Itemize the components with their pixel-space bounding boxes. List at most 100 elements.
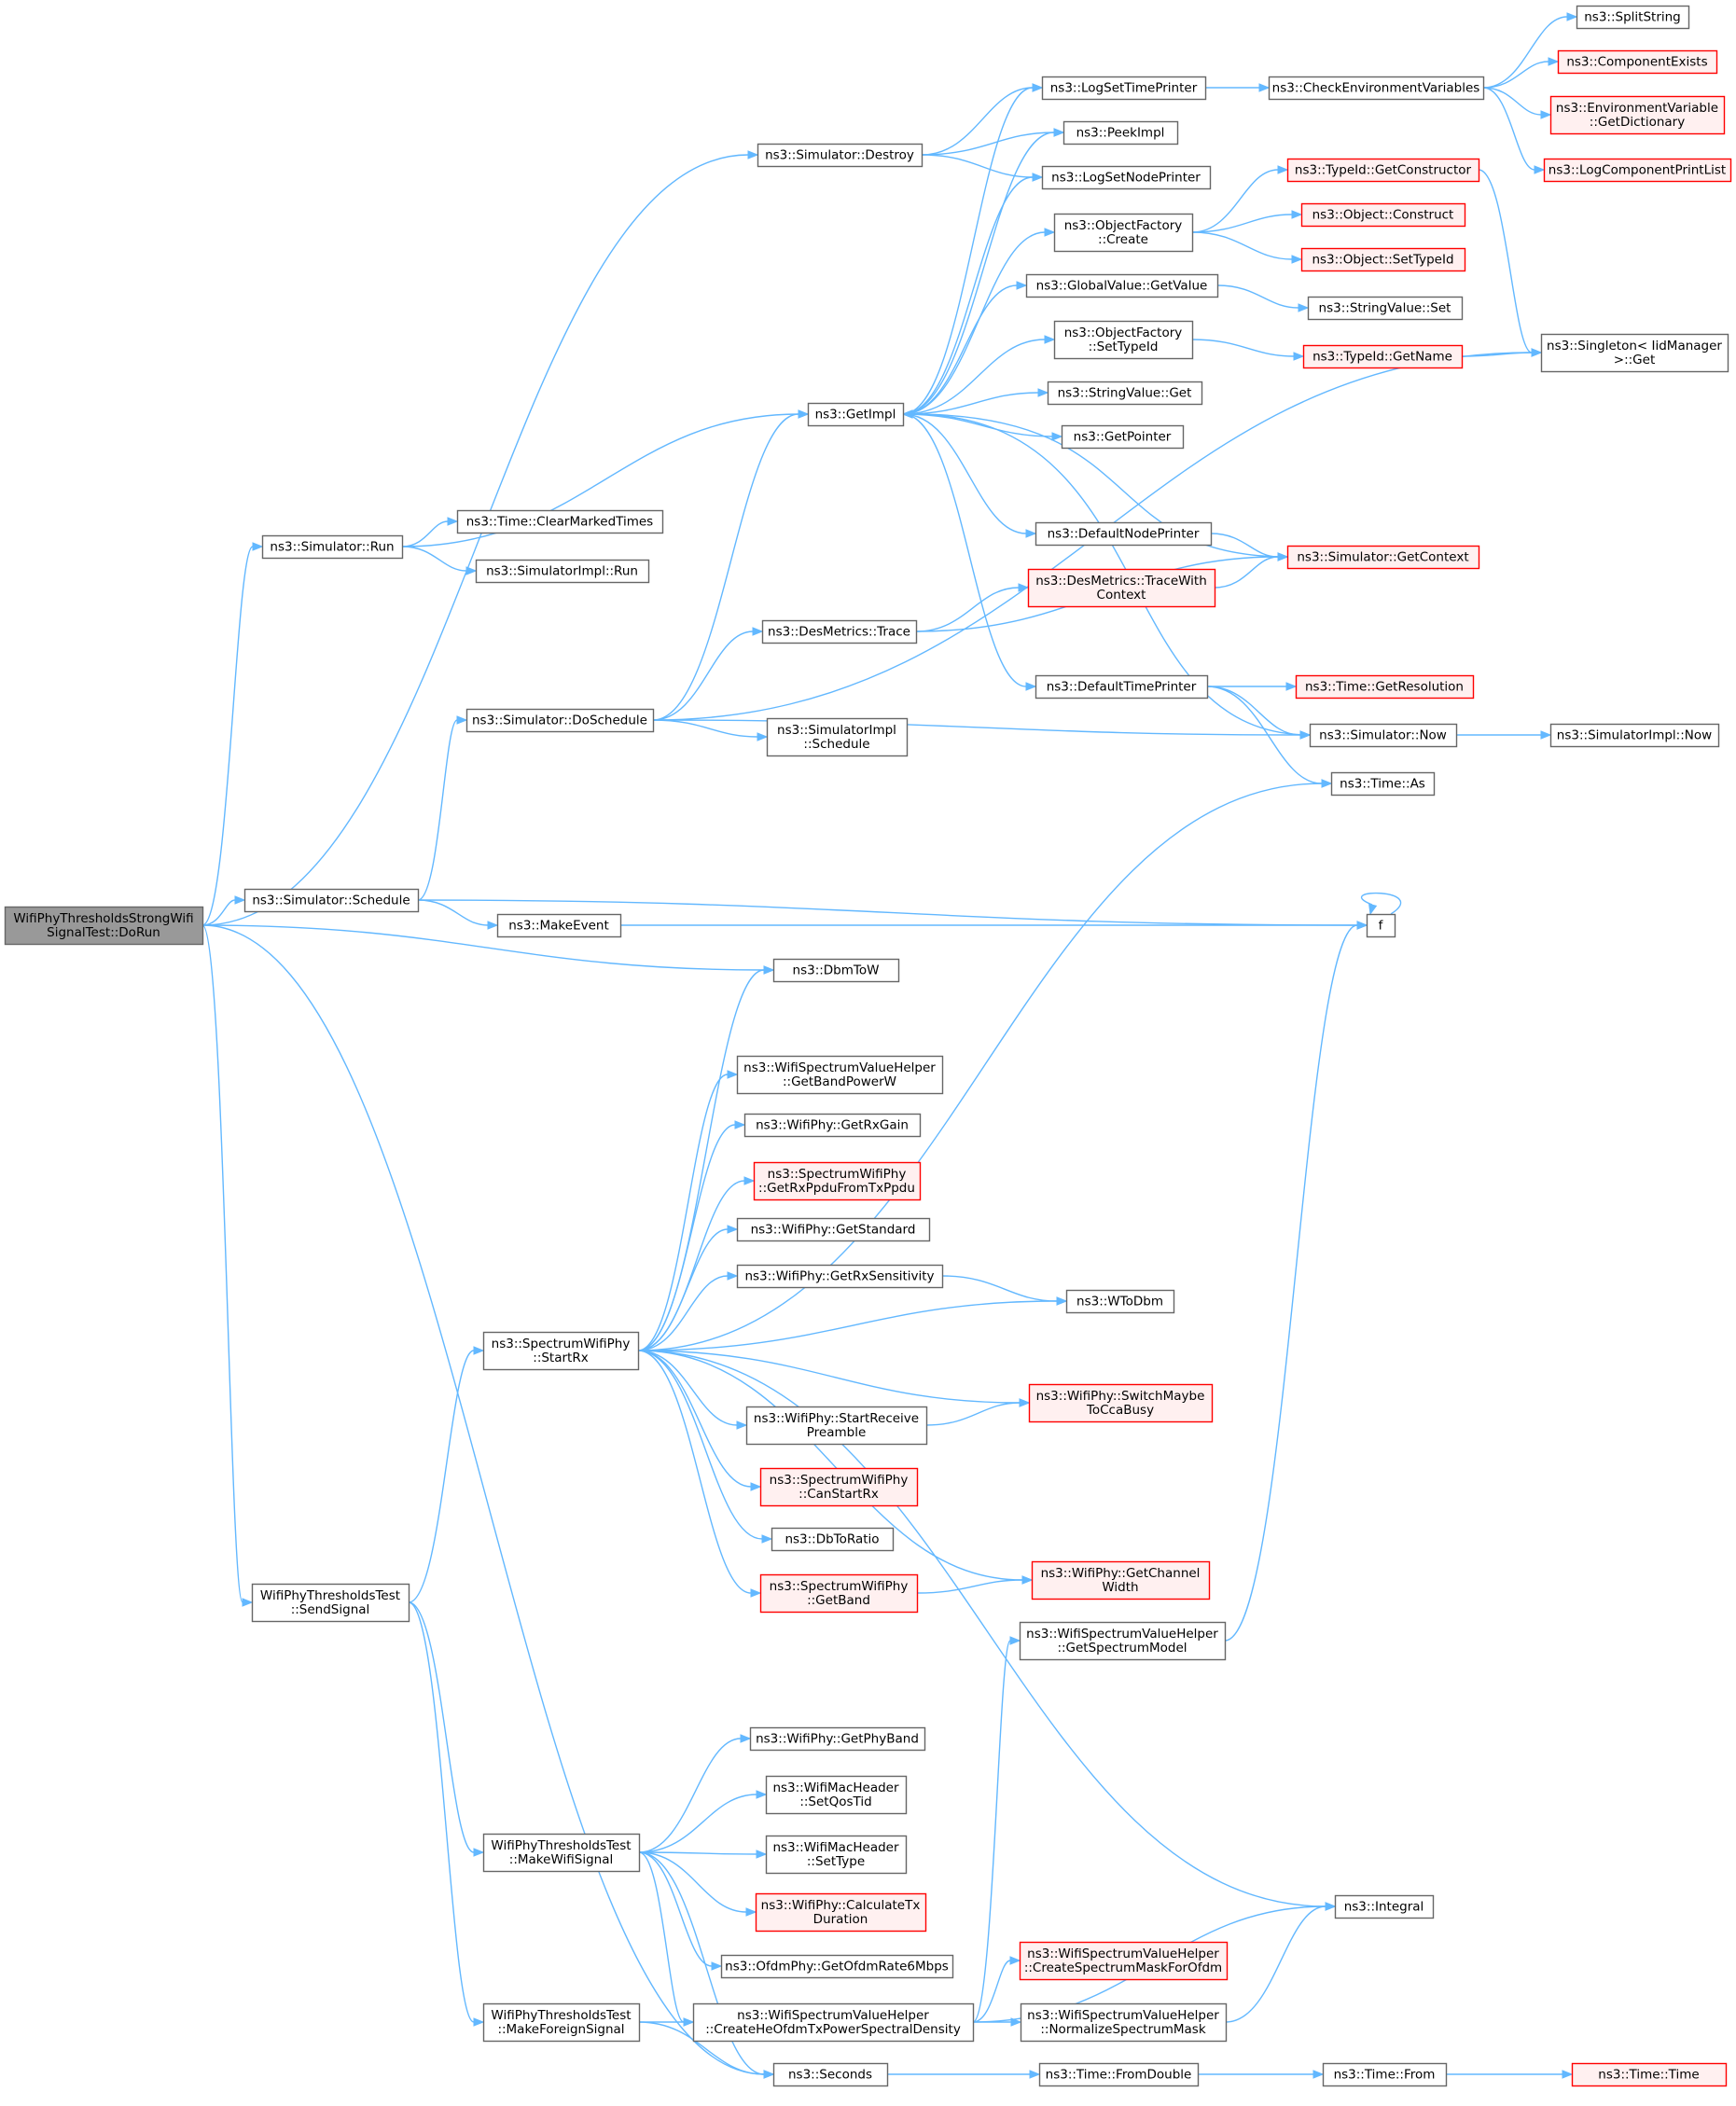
edge-swp-startrx-to-wsvh-getbandpowerw (637, 1070, 739, 1351)
node-wifiphy-getstandard[interactable]: ns3::WifiPhy::GetStandard (736, 1217, 931, 1242)
node-stringvalue-get[interactable]: ns3::StringValue::Get (1047, 381, 1203, 406)
node-label: ::Create (1098, 232, 1148, 247)
node-envvar-getdict[interactable]: ns3::EnvironmentVariable::GetDictionary (1549, 95, 1726, 135)
node-wifiphy-getrxsens[interactable]: ns3::WifiPhy::GetRxSensitivity (736, 1264, 944, 1289)
node-box (753, 1161, 922, 1201)
node-splitstring[interactable]: ns3::SplitString (1576, 5, 1690, 30)
node-sim-run[interactable]: ns3::Simulator::Run (261, 534, 404, 560)
node-wsvh-createmask[interactable]: ns3::WifiSpectrumValueHelper::CreateSpec… (1019, 1941, 1229, 1981)
node-label: Context (1097, 588, 1146, 603)
node-wsvh-getbandpowerw[interactable]: ns3::WifiSpectrumValueHelper::GetBandPow… (736, 1055, 944, 1095)
node-simimpl-now[interactable]: ns3::SimulatorImpl::Now (1549, 723, 1720, 748)
node-componentexists[interactable]: ns3::ComponentExists (1557, 49, 1718, 75)
node-f[interactable]: f (1366, 913, 1396, 938)
node-objfactory-settypeid[interactable]: ns3::ObjectFactory::SetTypeId (1053, 320, 1194, 360)
node-logsetnodeprinter[interactable]: ns3::LogSetNodePrinter (1041, 165, 1212, 190)
node-wmh-settype[interactable]: ns3::WifiMacHeader::SetType (765, 1835, 908, 1875)
node-label: ns3::StringValue::Set (1319, 301, 1451, 316)
edge-wsvh-createhe-to-wsvh-normalize (972, 2017, 1022, 2027)
edge-getimpl-to-defaultnodeprinter (902, 413, 1037, 538)
node-box (1027, 568, 1216, 608)
node-peekimpl[interactable]: ns3::PeekImpl (1062, 120, 1179, 145)
node-objfactory-create[interactable]: ns3::ObjectFactory::Create (1053, 213, 1194, 253)
edge-globalvalue-getvalue-to-stringvalue-set (1216, 284, 1310, 312)
node-clearmarked[interactable]: ns3::Time::ClearMarkedTimes (456, 509, 664, 534)
node-label: ns3::LogComponentPrintList (1549, 163, 1726, 178)
node-box (759, 1467, 919, 1507)
node-wsvh-createhe[interactable]: ns3::WifiSpectrumValueHelper::CreateHeOf… (692, 2002, 975, 2043)
node-sim-destroy[interactable]: ns3::Simulator::Destroy (757, 143, 924, 168)
node-box (1028, 1383, 1214, 1423)
node-integral[interactable]: ns3::Integral (1334, 1894, 1435, 1919)
node-wsvh-normalize[interactable]: ns3::WifiSpectrumValueHelper::NormalizeS… (1020, 2002, 1228, 2043)
node-getimpl[interactable]: ns3::GetImpl (807, 402, 905, 427)
node-seconds[interactable]: ns3::Seconds (772, 2062, 889, 2087)
node-wtodbm[interactable]: ns3::WToDbm (1065, 1289, 1175, 1314)
node-time-getresolution[interactable]: ns3::Time::GetResolution (1295, 674, 1475, 700)
node-box (1309, 723, 1458, 748)
node-logcomponentprintlist[interactable]: ns3::LogComponentPrintList (1543, 158, 1732, 183)
node-checkenvvars[interactable]: ns3::CheckEnvironmentVariables (1268, 76, 1485, 101)
node-dbtoratio[interactable]: ns3::DbToRatio (771, 1527, 895, 1552)
node-swp-startrx[interactable]: ns3::SpectrumWifiPhy::StartRx (482, 1331, 640, 1371)
node-time-as[interactable]: ns3::Time::As (1330, 771, 1436, 797)
node-label: WifiPhyThresholdsTest (491, 2008, 631, 2023)
node-time-fromdouble[interactable]: ns3::Time::FromDouble (1038, 2062, 1200, 2087)
node-swp-canstartrx[interactable]: ns3::SpectrumWifiPhy::CanStartRx (759, 1467, 919, 1507)
node-singleton-get[interactable]: ns3::Singleton< IidManager>::Get (1540, 333, 1729, 373)
node-simimpl-schedule[interactable]: ns3::SimulatorImpl::Schedule (766, 717, 909, 757)
node-globalvalue-getvalue[interactable]: ns3::GlobalValue::GetValue (1025, 273, 1219, 298)
node-sim-schedule[interactable]: ns3::Simulator::Schedule (243, 888, 420, 913)
node-box (1061, 424, 1185, 450)
node-wmh-setqostid[interactable]: ns3::WifiMacHeader::SetQosTid (765, 1775, 908, 1815)
node-wptt-makewifisignal[interactable]: WifiPhyThresholdsTest::MakeWifiSignal (482, 1833, 641, 1873)
node-object-construct[interactable]: ns3::Object::Construct (1300, 202, 1466, 228)
node-logsettimeprinter[interactable]: ns3::LogSetTimePrinter (1041, 76, 1207, 101)
node-wptt-sendsignal[interactable]: WifiPhyThresholdsTest::SendSignal (251, 1583, 410, 1623)
node-makeevent[interactable]: ns3::MakeEvent (496, 913, 622, 938)
node-time-from[interactable]: ns3::Time::From (1322, 2062, 1448, 2087)
node-swp-getrxppdu[interactable]: ns3::SpectrumWifiPhy::GetRxPpduFromTxPpd… (753, 1161, 922, 1201)
node-label: ns3::GlobalValue::GetValue (1036, 279, 1208, 294)
node-typeid-getname[interactable]: ns3::TypeId::GetName (1302, 344, 1464, 369)
edge-getimpl-to-logsettimeprinter (902, 83, 1044, 415)
node-label: ::SetType (807, 1854, 865, 1869)
node-box (1557, 49, 1718, 75)
node-label: ns3::StringValue::Get (1058, 386, 1192, 401)
node-wsvh-getspectrummodel[interactable]: ns3::WifiSpectrumValueHelper::GetSpectru… (1019, 1621, 1227, 1661)
node-getpointer[interactable]: ns3::GetPointer (1061, 424, 1185, 450)
edge-wptt-makewifisignal-to-ofdmphy-getrate (638, 1851, 723, 1971)
node-desmetrics-trace[interactable]: ns3::DesMetrics::Trace (761, 619, 918, 644)
node-sim-doschedule[interactable]: ns3::Simulator::DoSchedule (465, 708, 655, 733)
node-swp-getband[interactable]: ns3::SpectrumWifiPhy::GetBand (759, 1573, 919, 1614)
node-label: >::Get (1614, 353, 1655, 367)
edge-swp-startrx-to-swp-getband (637, 1350, 762, 1598)
node-label: ::SetQosTid (799, 1794, 871, 1809)
node-ofdmphy-getrate[interactable]: ns3::OfdmPhy::GetOfdmRate6Mbps (720, 1954, 954, 1979)
node-dbmtow[interactable]: ns3::DbmToW (772, 958, 900, 983)
node-sim-now[interactable]: ns3::Simulator::Now (1309, 723, 1458, 748)
node-stringvalue-set[interactable]: ns3::StringValue::Set (1307, 296, 1464, 321)
node-box (807, 402, 905, 427)
node-typeid-getconstructor[interactable]: ns3::TypeId::GetConstructor (1286, 158, 1480, 183)
node-time-time[interactable]: ns3::Time::Time (1571, 2062, 1728, 2087)
node-wifiphy-getrxgain[interactable]: ns3::WifiPhy::GetRxGain (743, 1113, 922, 1138)
node-root[interactable]: WifiPhyThresholdsStrongWifiSignalTest::D… (4, 906, 204, 946)
node-label: ns3::Object::SetTypeId (1312, 253, 1453, 268)
node-wifiphy-getphyband[interactable]: ns3::WifiPhy::GetPhyBand (749, 1726, 926, 1752)
node-box (482, 2002, 641, 2043)
node-box (759, 1573, 919, 1614)
node-object-settypeid[interactable]: ns3::Object::SetTypeId (1300, 247, 1466, 272)
node-defaulttimeprinter[interactable]: ns3::DefaultTimePrinter (1035, 674, 1209, 700)
node-simimpl-run[interactable]: ns3::SimulatorImpl::Run (475, 559, 650, 584)
node-defaultnodeprinter[interactable]: ns3::DefaultNodePrinter (1035, 521, 1213, 547)
node-label: ::NormalizeSpectrumMask (1040, 2022, 1205, 2037)
node-wptt-makeforeign[interactable]: WifiPhyThresholdsTest::MakeForeignSignal (482, 2002, 641, 2043)
node-sim-getcontext[interactable]: ns3::Simulator::GetContext (1286, 545, 1480, 570)
node-box (736, 1217, 931, 1242)
